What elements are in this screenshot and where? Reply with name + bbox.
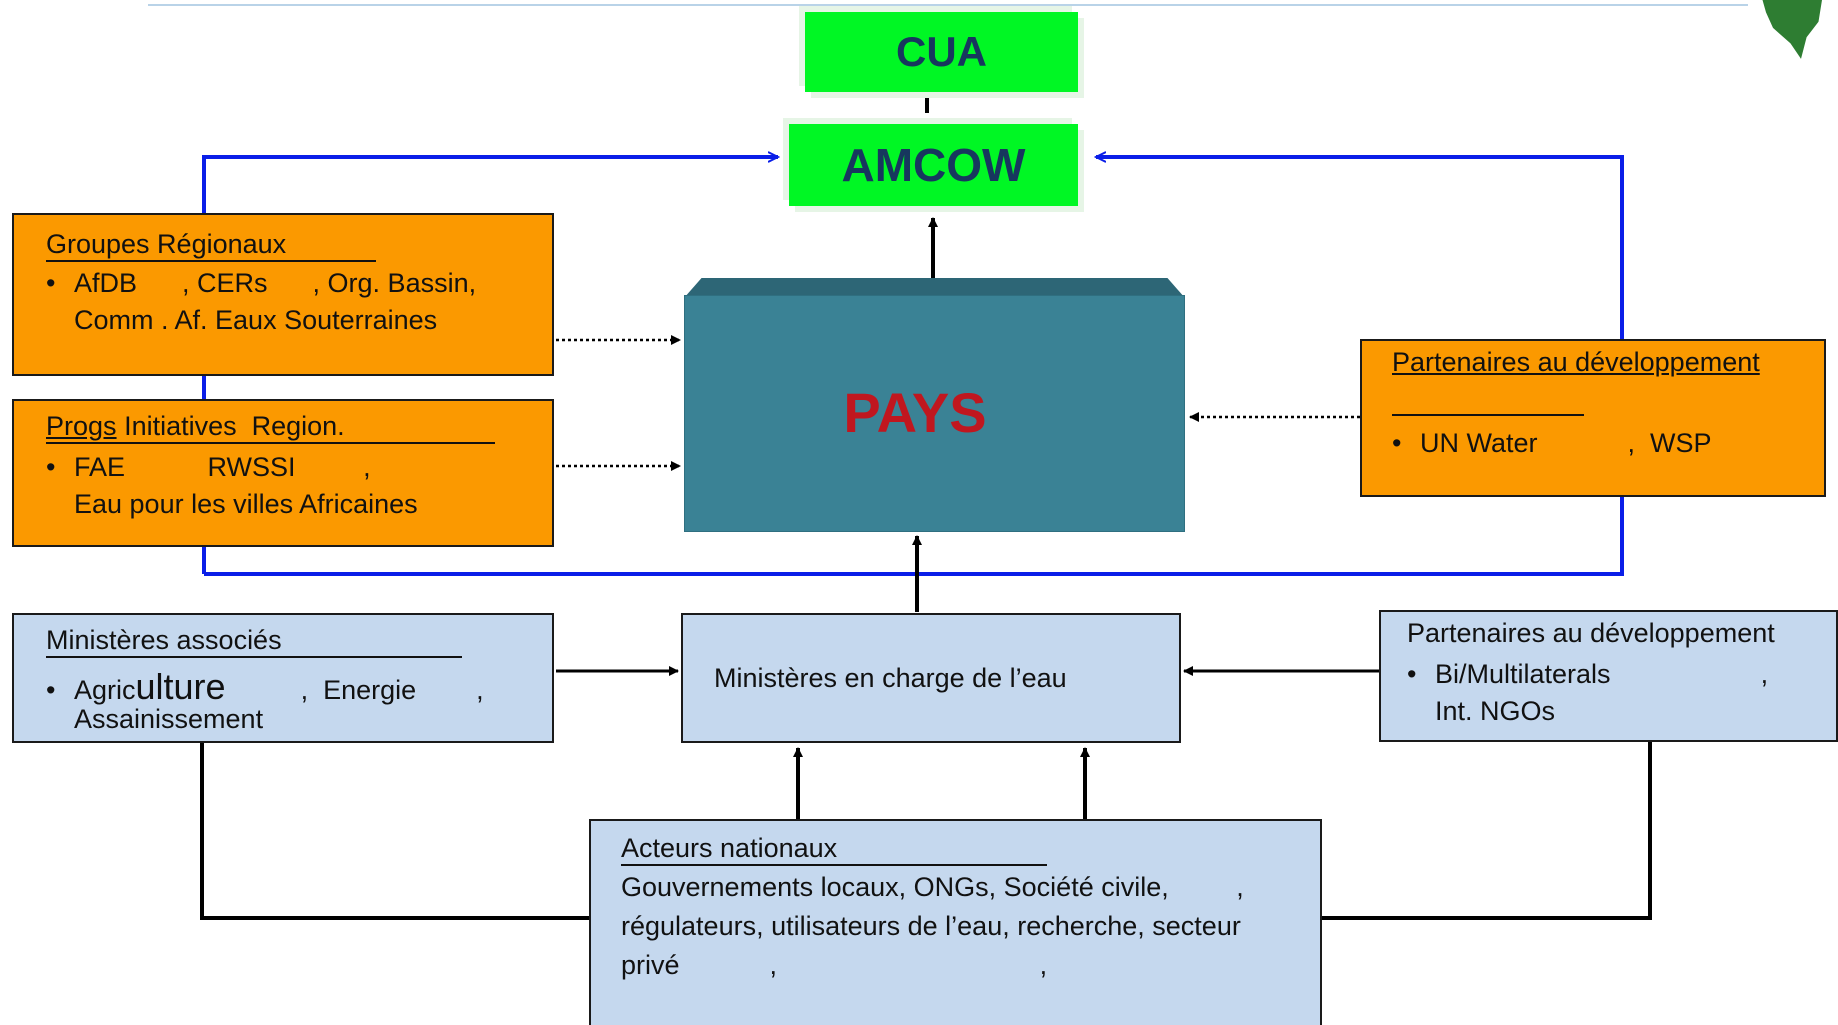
bullet-icon: •	[1407, 659, 1417, 689]
associated-to-actors-link	[200, 742, 590, 920]
cua-box: CUA	[805, 12, 1078, 92]
dev-partners-bottom-title: Partenaires au développement	[1407, 618, 1775, 648]
national-actors-title: Acteurs nationaux	[621, 833, 1048, 866]
bullet-icon: •	[46, 452, 56, 482]
regional-groups-line1: •AfDB , CERs , Org. Bassin,	[46, 268, 477, 298]
top-rule	[148, 4, 1748, 6]
regional-groups-title: Groupes Régionaux	[46, 229, 377, 262]
regional-initiatives-line2: Eau pour les villes Africaines	[74, 489, 418, 519]
bullet-icon: •	[46, 675, 56, 705]
associated-ministries-box: Ministères associés •Agriculture , Energ…	[12, 613, 554, 743]
cua-label: CUA	[896, 28, 987, 75]
associated-ministries-line2: Assainissement	[74, 704, 264, 734]
associated-ministries-line1: •Agriculture , Energie ,	[46, 666, 484, 707]
pays-label: PAYS	[843, 381, 987, 444]
national-actors-line1: Gouvernements locaux, ONGs, Société civi…	[621, 872, 1244, 902]
regional-groups-line2: Comm . Af. Eaux Souterraines	[74, 305, 438, 335]
water-ministries-label: Ministères en charge de l’eau	[714, 662, 1067, 693]
dev-partners-top-rule	[1392, 414, 1584, 416]
dev-partners-top-line1: •UN Water , WSP	[1392, 428, 1712, 458]
national-actors-line2: régulateurs, utilisateurs de l’eau, rech…	[621, 911, 1241, 941]
associated-ministries-title: Ministères associés	[46, 625, 462, 658]
dev-partners-bottom-box: Partenaires au développement •Bi/Multila…	[1379, 610, 1838, 742]
national-actors-line3: privé , ,	[621, 950, 1048, 980]
amcow-label: AMCOW	[841, 139, 1026, 191]
regional-initiatives-line1: •FAE RWSSI ,	[46, 452, 371, 482]
water-ministries-box: Ministères en charge de l’eau	[681, 613, 1181, 743]
pays-box-top	[684, 278, 1185, 298]
partners-to-actors-link	[1320, 742, 1652, 920]
regional-initiatives-box: Progs Initiatives Region. •FAE RWSSI , E…	[12, 399, 554, 547]
bullet-icon: •	[46, 268, 56, 298]
regional-initiatives-title: Progs Initiatives Region.	[46, 411, 495, 444]
pays-box	[684, 295, 1185, 532]
dev-partners-bottom-line1: •Bi/Multilaterals ,	[1407, 659, 1769, 689]
national-actors-box: Acteurs nationaux Gouvernements locaux, …	[589, 819, 1322, 1025]
dev-partners-bottom-line2: Int. NGOs	[1435, 696, 1556, 726]
amcow-box: AMCOW	[789, 124, 1078, 206]
dev-partners-top-title: Partenaires au développement	[1392, 347, 1760, 377]
regional-groups-box: Groupes Régionaux •AfDB , CERs , Org. Ba…	[12, 213, 554, 376]
bullet-icon: •	[1392, 428, 1402, 458]
dev-partners-top-box: Partenaires au développement •UN Water ,…	[1360, 339, 1826, 497]
